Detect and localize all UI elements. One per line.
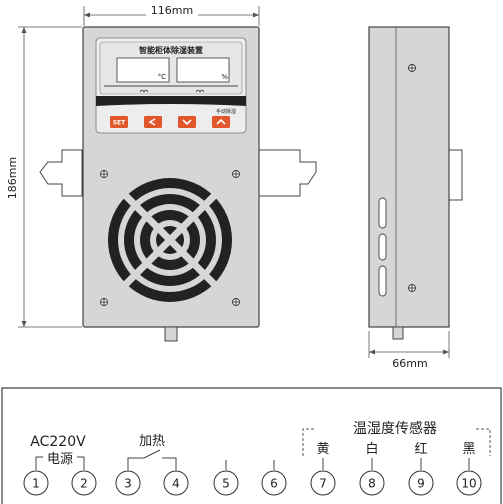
humidity-unit: % bbox=[221, 73, 228, 81]
side-cable-stub bbox=[392, 326, 404, 340]
svg-text:9: 9 bbox=[417, 477, 425, 491]
wire-color-yellow: 黄 bbox=[316, 442, 329, 457]
dehumidify-indicator-icon bbox=[195, 89, 205, 93]
chevron-down-icon bbox=[182, 119, 192, 126]
left-button[interactable] bbox=[144, 116, 162, 128]
chevron-up-icon bbox=[216, 118, 226, 125]
front-cable-stub bbox=[164, 326, 178, 342]
terminal-1: 1 bbox=[23, 470, 49, 496]
heat-label: 加热 bbox=[139, 434, 165, 449]
terminal-3: 3 bbox=[115, 470, 141, 496]
height-label: 186mm bbox=[6, 157, 19, 199]
heat-switch-icon bbox=[127, 449, 177, 470]
mode-label: 手动除湿 bbox=[216, 108, 236, 115]
svg-text:1: 1 bbox=[32, 477, 40, 491]
svg-text:5: 5 bbox=[222, 477, 230, 491]
svg-text:10: 10 bbox=[461, 477, 476, 491]
din-rail-front bbox=[39, 149, 317, 197]
wiring-diagram: 温湿度传感器 黄 白 红 黑 AC220V 电源 加热 1 2 3 4 5 6 … bbox=[1, 387, 502, 504]
wire-color-red: 红 bbox=[414, 441, 427, 457]
down-button[interactable] bbox=[178, 116, 196, 128]
side-width-label: 66mm bbox=[392, 357, 427, 370]
temperature-display bbox=[116, 57, 170, 83]
screw-icon bbox=[408, 64, 416, 292]
panel-title: 智能柜体除湿装置 bbox=[139, 45, 203, 55]
control-panel: 智能柜体除湿装置 °C % 手动除湿 SET bbox=[95, 37, 247, 134]
front-view: 116mm 186mm 智能柜体除湿装置 °C bbox=[6, 4, 317, 342]
height-dimension: 186mm bbox=[6, 26, 82, 328]
wire-color-white: 白 bbox=[365, 441, 378, 457]
svg-text:3: 3 bbox=[124, 477, 132, 491]
svg-text:4: 4 bbox=[172, 477, 180, 491]
wire-color-black: 黑 bbox=[462, 442, 475, 457]
svg-text:SET: SET bbox=[113, 120, 126, 127]
front-width-dimension: 116mm bbox=[83, 4, 260, 26]
terminal-8: 8 bbox=[359, 470, 385, 496]
svg-text:2: 2 bbox=[80, 477, 88, 491]
side-view: 66mm bbox=[368, 26, 463, 370]
sensor-label: 温湿度传感器 bbox=[353, 420, 437, 437]
terminal-7: 7 bbox=[310, 470, 336, 496]
side-width-dimension: 66mm bbox=[368, 331, 450, 370]
svg-text:8: 8 bbox=[368, 477, 376, 491]
terminal-10: 10 bbox=[456, 470, 482, 496]
fan-grille-icon bbox=[108, 178, 232, 302]
terminal-block-outline bbox=[1, 387, 502, 504]
chevron-left-icon bbox=[148, 118, 156, 126]
power-label: 电源 bbox=[47, 452, 73, 467]
front-width-label: 116mm bbox=[151, 4, 193, 17]
screw-icon bbox=[100, 170, 240, 306]
svg-text:6: 6 bbox=[270, 477, 278, 491]
terminal-2: 2 bbox=[71, 470, 97, 496]
temperature-unit: °C bbox=[158, 73, 167, 81]
vent-slot-icon bbox=[378, 197, 387, 297]
terminal-6: 6 bbox=[261, 470, 287, 496]
set-button[interactable]: SET bbox=[110, 116, 128, 128]
power-voltage-label: AC220V bbox=[30, 434, 86, 450]
humidity-display bbox=[176, 57, 230, 83]
heat-indicator-icon bbox=[139, 89, 149, 93]
din-rail-side bbox=[448, 149, 463, 201]
terminal-9: 9 bbox=[408, 470, 434, 496]
terminal-4: 4 bbox=[163, 470, 189, 496]
up-button[interactable] bbox=[212, 116, 230, 128]
svg-text:7: 7 bbox=[319, 477, 327, 491]
terminal-5: 5 bbox=[213, 470, 239, 496]
